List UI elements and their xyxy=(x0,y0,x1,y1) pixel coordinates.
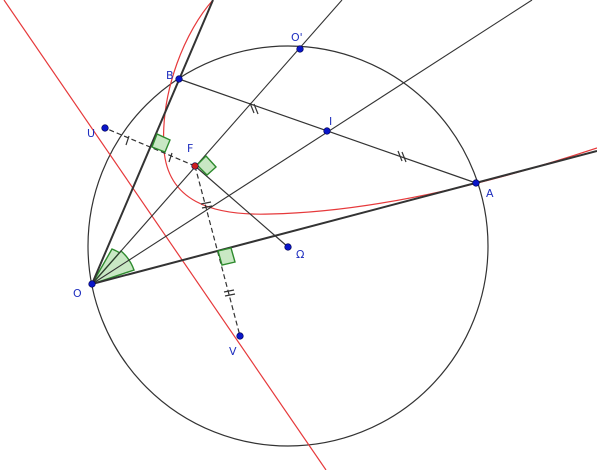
label-f: F xyxy=(187,142,193,155)
segment-f-omega xyxy=(194,165,289,248)
red-line-uv xyxy=(3,0,327,470)
line-ob xyxy=(91,0,214,285)
dashed-f-u xyxy=(104,127,196,167)
label-b: B xyxy=(166,69,174,82)
label-o: O xyxy=(73,287,82,300)
label-i: I xyxy=(329,115,332,128)
label-o2: O' xyxy=(291,31,303,44)
point-w[interactable] xyxy=(284,243,292,251)
point-v[interactable] xyxy=(236,332,244,340)
label-v: V xyxy=(229,345,237,358)
labels-layer: O A B I O' U V F Ω xyxy=(73,31,494,358)
point-o[interactable] xyxy=(88,280,96,288)
red-curve xyxy=(162,0,597,215)
label-u: U xyxy=(87,127,95,140)
equal-ticks xyxy=(125,102,407,297)
point-i[interactable] xyxy=(323,127,331,135)
right-angle-u-line xyxy=(151,133,171,153)
point-b[interactable] xyxy=(175,75,183,83)
dashed-f-v xyxy=(194,165,241,337)
right-angle-f xyxy=(196,154,217,176)
right-angle-v-line xyxy=(217,247,236,266)
point-a[interactable] xyxy=(472,179,480,187)
point-o2[interactable] xyxy=(296,45,304,53)
line-oa xyxy=(91,150,597,285)
point-f[interactable] xyxy=(191,162,199,170)
label-a: A xyxy=(486,187,494,200)
main-circle xyxy=(87,45,489,447)
line-oi xyxy=(91,0,533,285)
line-oo2 xyxy=(91,0,343,285)
points-layer xyxy=(88,45,480,340)
point-u[interactable] xyxy=(101,124,109,132)
label-w: Ω xyxy=(296,248,304,261)
